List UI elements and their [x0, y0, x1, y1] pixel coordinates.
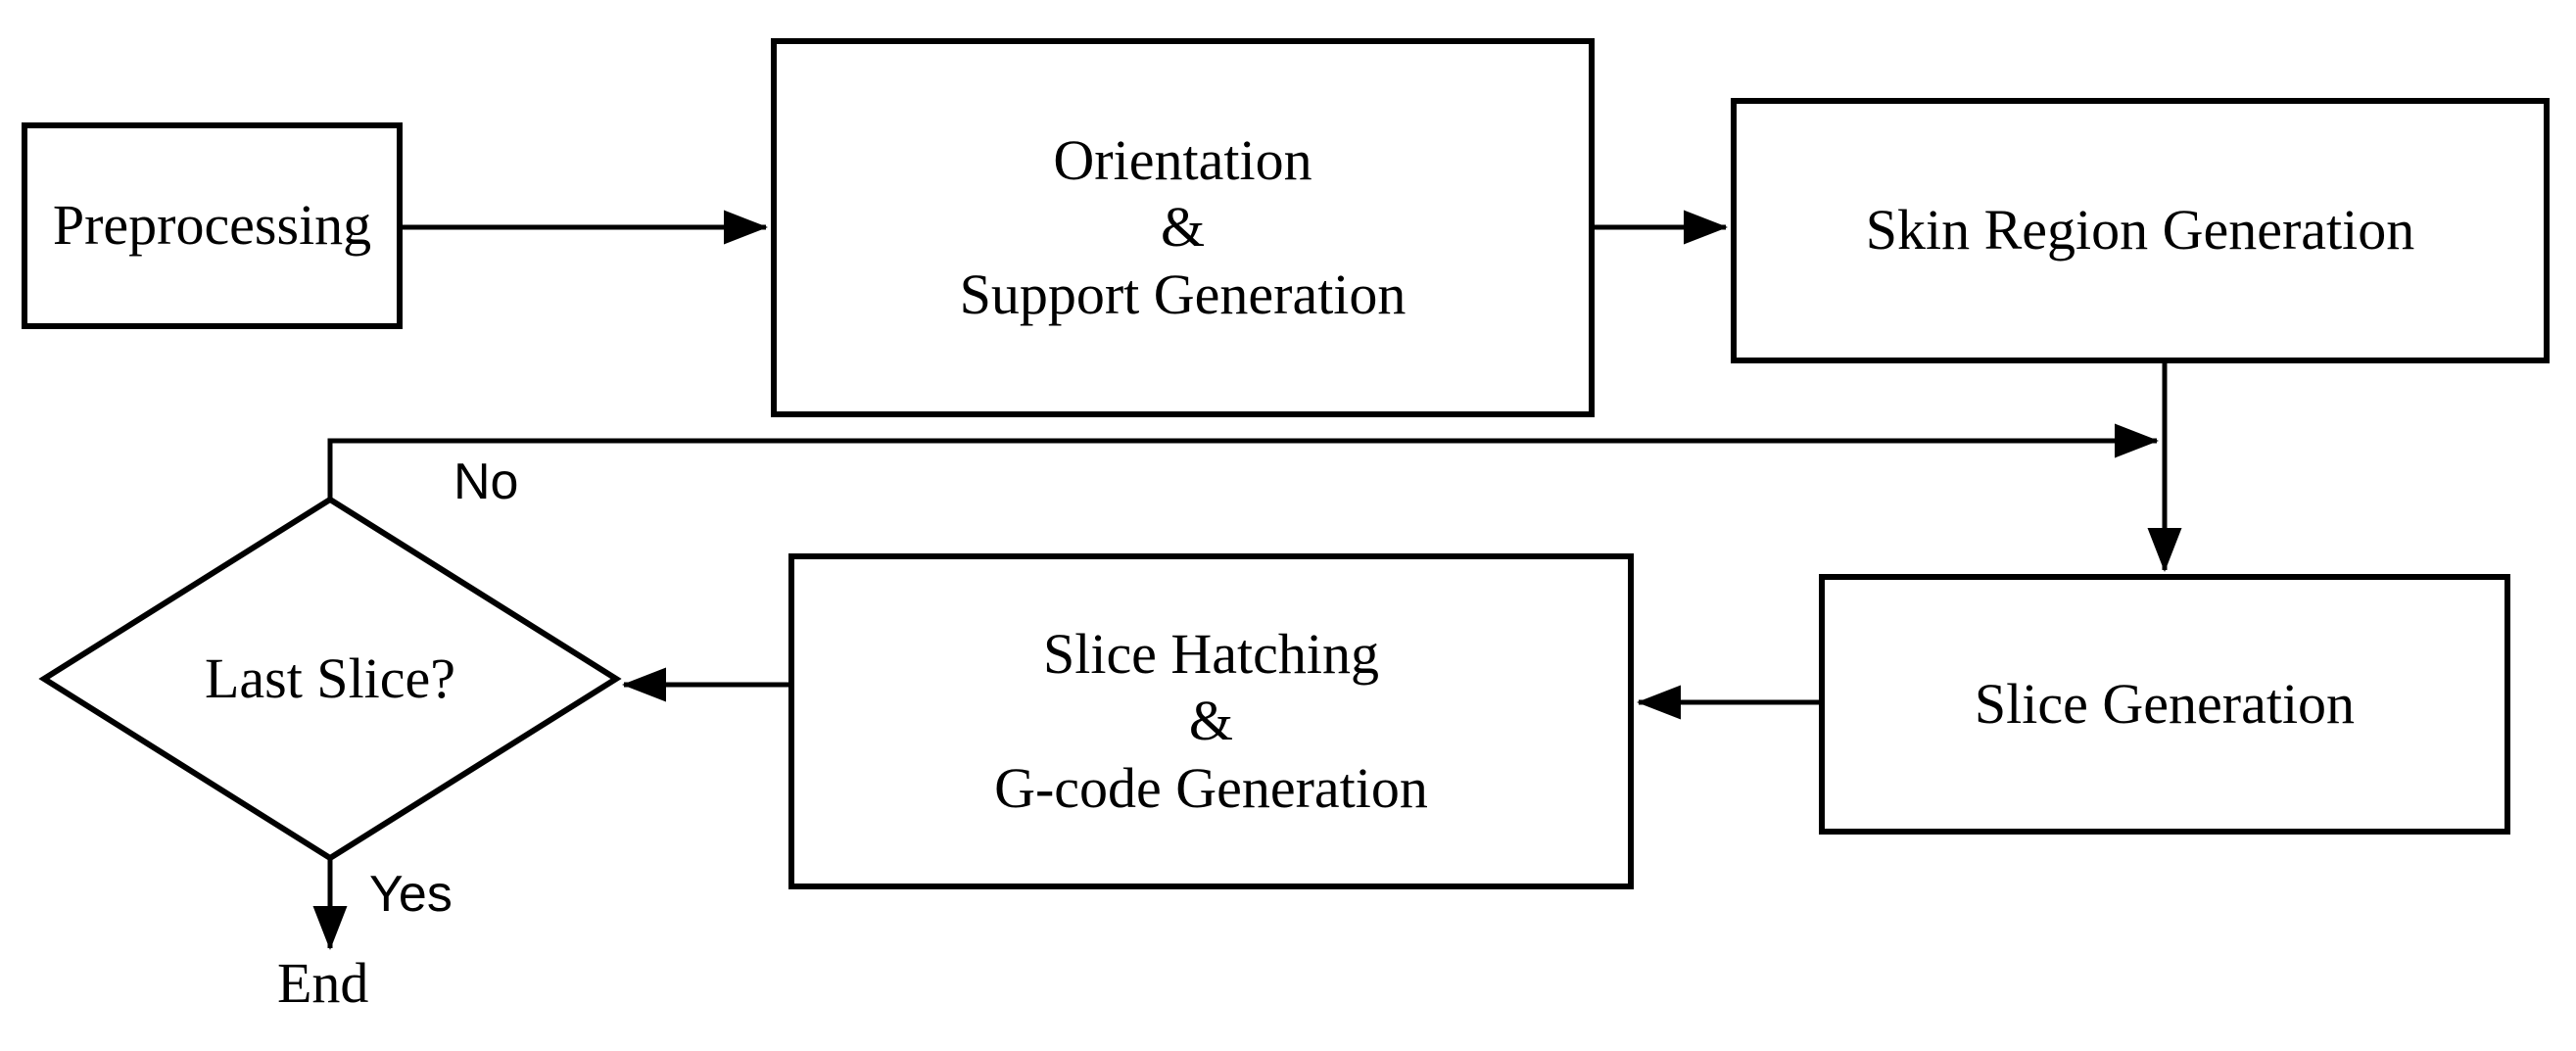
node-last-slice-shape[interactable]	[38, 496, 622, 862]
edge-last-slice-no-feedback	[327, 423, 2159, 500]
edge-label-no: No	[453, 454, 519, 510]
node-orientation-support-shape[interactable]	[771, 38, 1595, 417]
node-slice-hatching-gcode-shape[interactable]	[788, 553, 1634, 889]
edge-label-yes: Yes	[369, 866, 453, 923]
terminal-end-label: End	[277, 951, 369, 1015]
node-skin-region-generation-shape[interactable]	[1731, 98, 2550, 363]
node-slice-generation-shape[interactable]	[1819, 574, 2510, 835]
node-preprocessing-shape[interactable]	[22, 122, 403, 329]
